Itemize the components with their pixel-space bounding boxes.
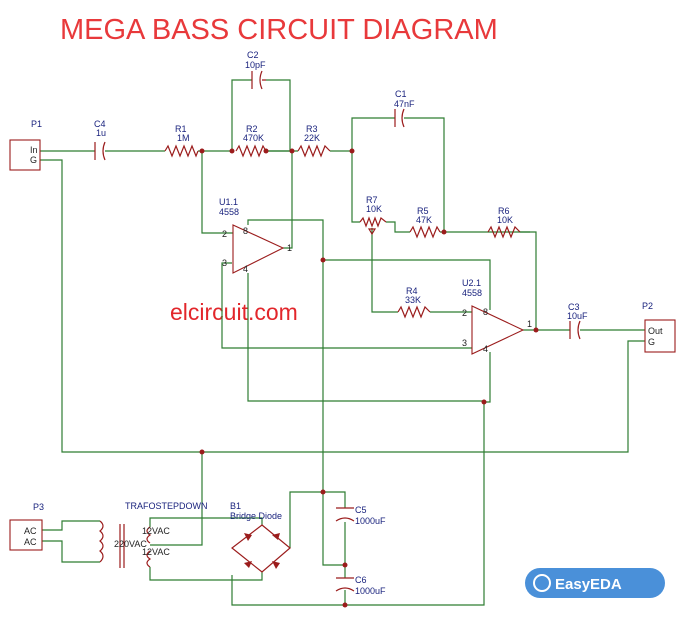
p3-pin-ac2: AC (24, 537, 37, 547)
u2-pin-vcc: 8 (483, 307, 488, 317)
r3-value: 22K (304, 133, 320, 143)
c4-ref: C4 (94, 119, 106, 129)
r7-value: 10K (366, 204, 382, 214)
p1-pin-g: G (30, 155, 37, 165)
u1-ref: U1.1 (219, 197, 238, 207)
p2-pin-g: G (648, 337, 655, 347)
wires (40, 79, 645, 606)
p3-ref: P3 (33, 502, 44, 512)
r1-ref: R1 (175, 124, 187, 134)
bridge-diode-b1: B1 Bridge Diode (230, 501, 291, 573)
r2-ref: R2 (246, 124, 258, 134)
u1-pin-inv: 2 (222, 229, 227, 239)
c2-ref: C2 (247, 50, 259, 60)
p2-ref: P2 (642, 301, 653, 311)
b1-ref: B1 (230, 501, 241, 511)
u2-ref: U2.1 (462, 278, 481, 288)
t1-ref: TRAFOSTEPDOWN (125, 501, 208, 511)
c5-ref: C5 (355, 505, 367, 515)
c2-value: 10pF (245, 60, 266, 70)
transformer-t1: TRAFOSTEPDOWN 220VAC 12VAC 12VAC (99, 501, 208, 568)
resistor-r3: R3 22K (297, 124, 331, 158)
resistor-r5: R5 47K (409, 206, 441, 239)
t1-secondary-1: 12VAC (142, 526, 170, 536)
c3-ref: C3 (568, 302, 580, 312)
r3-ref: R3 (306, 124, 318, 134)
capacitor-c3: C3 10uF (567, 302, 588, 340)
u1-pin-noninv: 3 (222, 258, 227, 268)
r2-value: 470K (243, 133, 264, 143)
capacitor-c2: C2 10pF (245, 50, 266, 90)
diagram-title: MEGA BASS CIRCUIT DIAGRAM (60, 14, 498, 46)
r5-ref: R5 (417, 206, 429, 216)
resistor-r2: R2 470K (235, 124, 267, 158)
c3-value: 10uF (567, 311, 588, 321)
logo-text: EasyEDA (555, 576, 622, 593)
u2-pin-out: 1 (527, 319, 532, 329)
resistor-r1: R1 1M (164, 124, 199, 158)
connector-p3: P3 AC AC (9, 502, 44, 551)
p1-pin-in: In (30, 145, 38, 155)
capacitor-c4: C4 1u (94, 119, 106, 161)
opamp-u2: U2.1 4558 2 3 1 8 4 (462, 278, 532, 355)
r5-value: 47K (416, 215, 432, 225)
connector-p2: P2 Out G (642, 301, 676, 353)
opamp-u1: U1.1 4558 2 3 1 8 4 (219, 197, 292, 274)
p3-pin-ac1: AC (24, 526, 37, 536)
site-watermark: elcircuit.com (170, 299, 298, 325)
u1-pin-out: 1 (287, 243, 292, 253)
p1-ref: P1 (31, 119, 42, 129)
r7-ref: R7 (366, 195, 378, 205)
u2-value: 4558 (462, 288, 482, 298)
c4-value: 1u (96, 128, 106, 138)
potentiometer-r7: R7 10K (359, 195, 387, 236)
r4-value: 33K (405, 295, 421, 305)
connector-p1: P1 In G (9, 119, 42, 171)
easyeda-logo: EasyEDA (525, 568, 665, 598)
c1-ref: C1 (395, 89, 407, 99)
c6-value: 1000uF (355, 586, 386, 596)
t1-secondary-2: 12VAC (142, 547, 170, 557)
r6-ref: R6 (498, 206, 510, 216)
u2-pin-vee: 4 (483, 344, 488, 354)
resistor-r4: R4 33K (397, 286, 431, 319)
capacitor-c6: C6 1000uF (335, 575, 386, 596)
u2-pin-noninv: 3 (462, 338, 467, 348)
junction-dots (199, 148, 539, 608)
u1-pin-vcc: 8 (243, 226, 248, 236)
u2-pin-inv: 2 (462, 308, 467, 318)
b1-value: Bridge Diode (230, 511, 282, 521)
capacitor-c1: C1 47nF (394, 89, 415, 128)
u1-value: 4558 (219, 207, 239, 217)
t1-primary: 220VAC (114, 539, 147, 549)
resistor-r6: R6 10K (487, 206, 521, 239)
p2-pin-out: Out (648, 326, 663, 336)
c6-ref: C6 (355, 575, 367, 585)
capacitor-c5: C5 1000uF (335, 505, 386, 526)
u1-pin-vee: 4 (243, 264, 248, 274)
c5-value: 1000uF (355, 516, 386, 526)
c1-value: 47nF (394, 99, 415, 109)
r1-value: 1M (177, 133, 190, 143)
r6-value: 10K (497, 215, 513, 225)
r4-ref: R4 (406, 286, 418, 296)
